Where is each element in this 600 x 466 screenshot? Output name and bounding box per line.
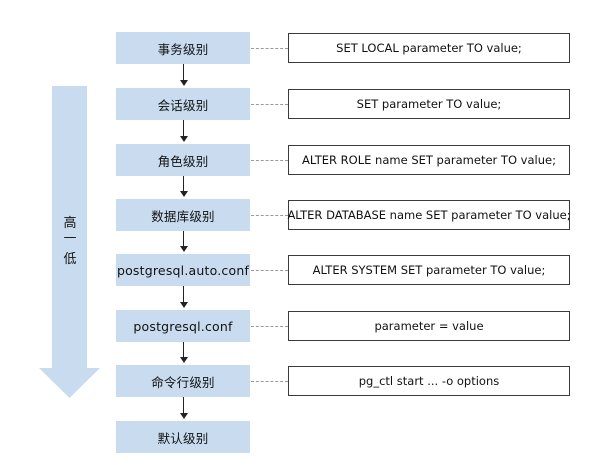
- flow-arrow-head: [179, 413, 188, 419]
- priority-low-label: 低: [63, 252, 77, 267]
- level-session: 会话级别: [116, 88, 250, 120]
- level-transaction: 事务级别: [116, 32, 250, 64]
- priority-high-label: 高: [63, 216, 77, 231]
- flow-arrow-line: [183, 231, 184, 246]
- flow-arrow-line: [183, 286, 184, 302]
- flow-arrow-line: [183, 176, 184, 191]
- flow-arrow-head: [179, 302, 188, 308]
- command-conf: parameter = value: [288, 311, 570, 341]
- connector-line: [251, 104, 288, 105]
- command-command-line: pg_ctl start ... -o options: [288, 366, 570, 396]
- connector-line: [251, 48, 288, 49]
- level-role: 角色级别: [116, 144, 250, 176]
- flow-arrow-head: [179, 191, 188, 197]
- level-default: 默认级别: [116, 421, 250, 453]
- command-transaction: SET LOCAL parameter TO value;: [288, 33, 570, 63]
- level-conf: postgresql.conf: [116, 310, 250, 342]
- connector-line: [251, 270, 288, 271]
- flow-arrow-head: [179, 136, 188, 142]
- connector-line: [251, 326, 288, 327]
- flow-arrow-line: [183, 64, 184, 80]
- level-auto-conf: postgresql.auto.conf: [116, 254, 250, 286]
- command-role: ALTER ROLE name SET parameter TO value;: [288, 145, 570, 175]
- priority-arrow-shape: [39, 86, 100, 398]
- connector-line: [251, 381, 288, 382]
- command-session: SET parameter TO value;: [288, 89, 570, 119]
- level-database: 数据库级别: [116, 199, 250, 231]
- flow-arrow-line: [183, 120, 184, 136]
- command-database: ALTER DATABASE name SET parameter TO val…: [287, 200, 571, 230]
- flow-arrow-line: [183, 397, 184, 413]
- flow-arrow-head: [179, 357, 188, 363]
- command-auto-conf: ALTER SYSTEM SET parameter TO value;: [288, 255, 570, 285]
- priority-dash-label: —: [63, 230, 77, 245]
- connector-line: [251, 160, 288, 161]
- flow-arrow-head: [179, 80, 188, 86]
- flow-arrow-head: [179, 246, 188, 252]
- flow-arrow-line: [183, 342, 184, 357]
- level-command-line: 命令行级别: [116, 365, 250, 397]
- connector-line: [251, 215, 288, 216]
